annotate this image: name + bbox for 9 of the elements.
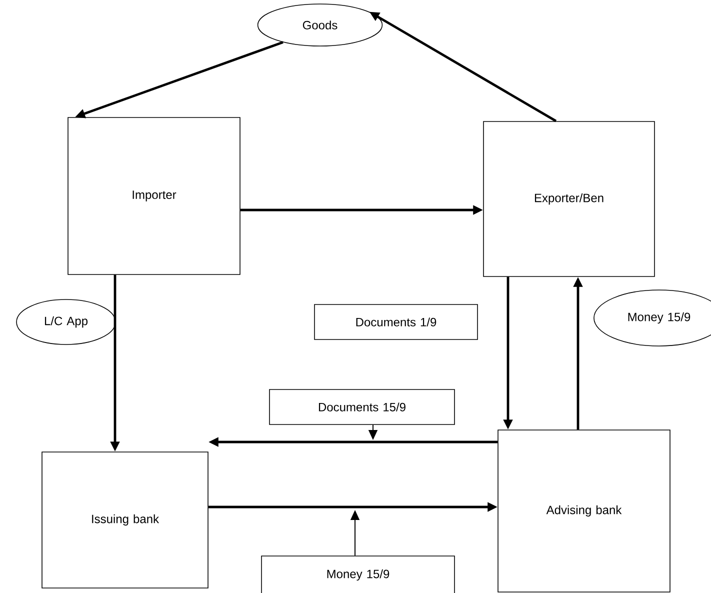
process-box: Importer (68, 117, 240, 275)
label-box: Money 15/9 (261, 556, 455, 593)
process-box: Exporter/Ben (483, 121, 655, 277)
process-box: Advising bank (498, 430, 670, 592)
ellipse-node: L/C App (16, 299, 116, 345)
process-box: Issuing bank (42, 452, 208, 588)
label-box: Documents 1/9 (314, 304, 478, 340)
label-box: Documents 15/9 (269, 389, 455, 425)
ellipse-node: Goods (257, 4, 383, 46)
